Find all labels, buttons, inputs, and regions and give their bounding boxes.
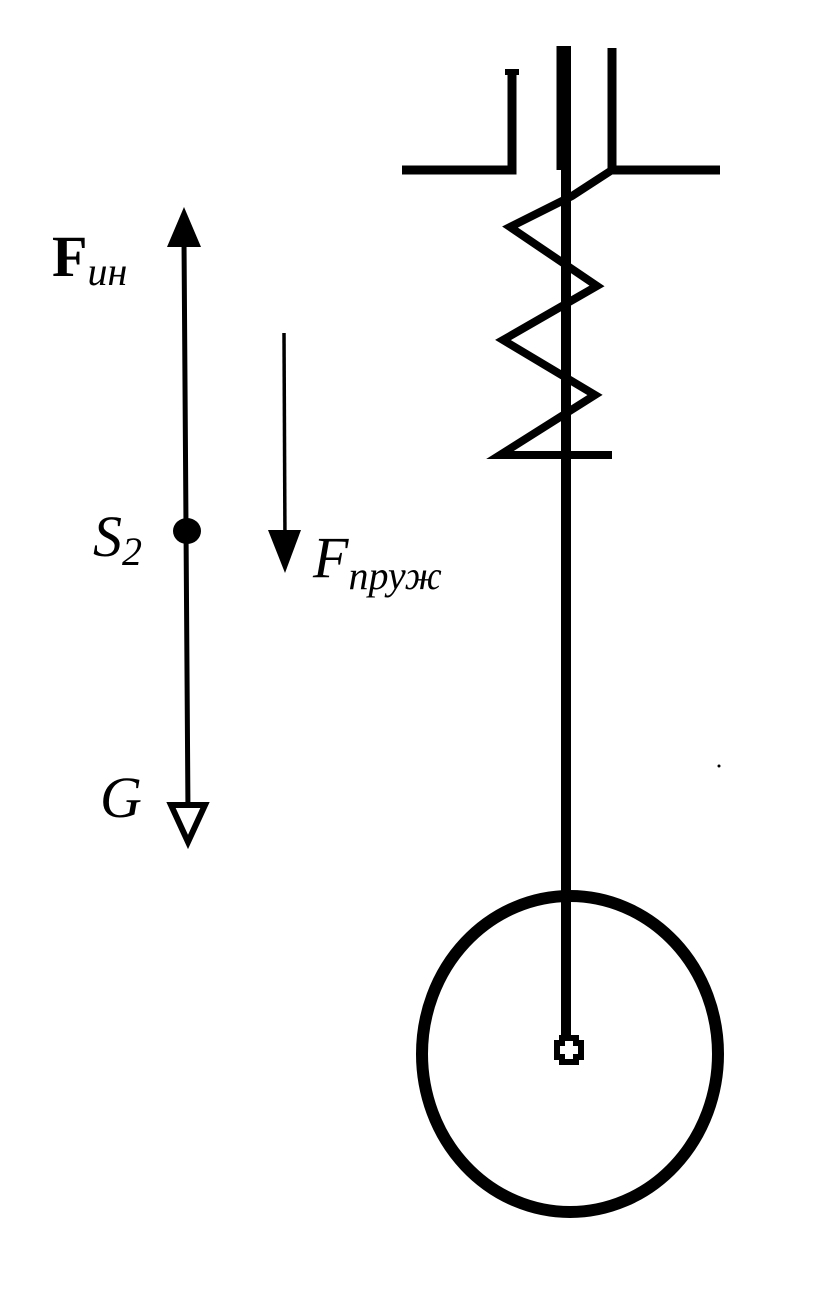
spring-force-arrowhead	[268, 530, 301, 573]
mechanism	[402, 46, 724, 1218]
gravity-arrowhead	[166, 802, 210, 850]
center-of-mass-point	[173, 518, 201, 544]
inertia-force-label: Fин	[52, 224, 127, 294]
roller-axle-pin	[554, 1035, 584, 1065]
stray-dot	[717, 764, 721, 768]
s2-symbol: S	[93, 504, 122, 569]
inertia-force-arrowhead	[167, 207, 201, 247]
s2-subscript: 2	[122, 529, 142, 574]
spring-coil	[486, 166, 615, 459]
gravity-label: G	[100, 765, 142, 830]
spring-force-symbol: F	[312, 525, 349, 590]
spring-force-subscript: пруж	[348, 553, 441, 598]
inertia-force-symbol: F	[52, 224, 87, 289]
s2-label: S2	[93, 504, 142, 574]
housing-right-plate	[607, 48, 720, 175]
spring-force-shaft	[282, 332, 287, 546]
inertia-force-subscript: ин	[87, 249, 127, 294]
housing-left-plate	[402, 72, 517, 175]
roller-wheel	[416, 890, 724, 1218]
spring-force-label: Fпруж	[312, 525, 442, 598]
force-diagram: Fин S2 Fпруж G	[52, 207, 442, 850]
